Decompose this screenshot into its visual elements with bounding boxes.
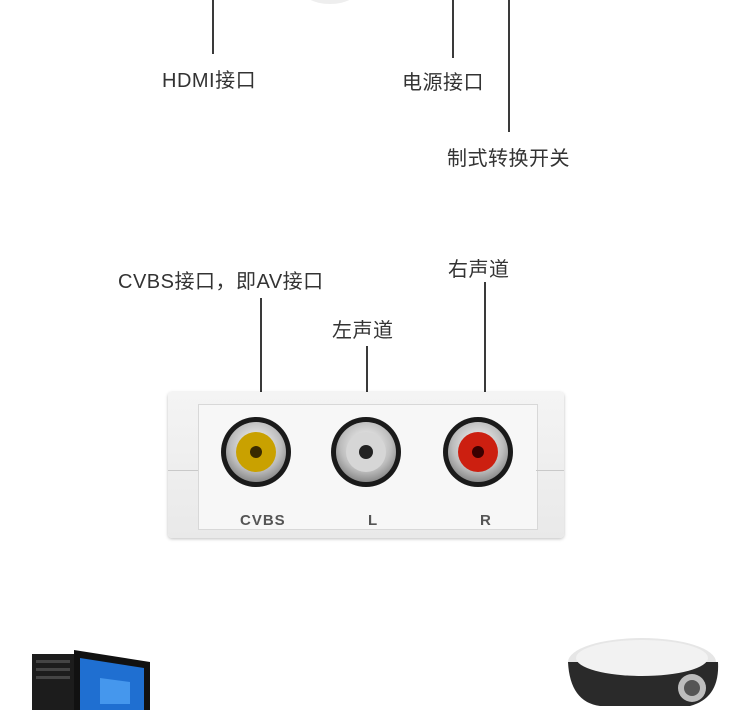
switch-label: 制式转换开关 xyxy=(447,148,570,170)
device-seam-left xyxy=(168,470,198,471)
power-label: 电源接口 xyxy=(402,72,484,94)
cvbs-port-label: CVBS xyxy=(240,512,286,529)
cvbs-callout-line xyxy=(260,298,262,398)
left-port-label: L xyxy=(368,512,379,529)
projector-image xyxy=(568,638,719,706)
rca-jacks xyxy=(221,417,513,487)
right-callout-line xyxy=(484,282,486,398)
device-top-edge xyxy=(300,0,360,4)
left-channel-label: 左声道 xyxy=(332,320,394,342)
power-callout-line xyxy=(452,0,454,58)
right-channel-label: 右声道 xyxy=(448,259,510,281)
device-seam-right xyxy=(536,470,564,471)
left-audio-jack[interactable] xyxy=(331,417,401,487)
cvbs-label: CVBS接口，即AV接口 xyxy=(118,271,324,293)
hdmi-callout-line xyxy=(212,0,214,54)
switch-callout-line xyxy=(508,0,510,132)
left-callout-line xyxy=(366,346,368,398)
hdmi-label: HDMI接口 xyxy=(162,70,257,92)
av-converter-device: CVBS L R xyxy=(168,392,564,538)
right-port-label: R xyxy=(480,512,492,529)
right-audio-jack[interactable] xyxy=(443,417,513,487)
desktop-computer-image xyxy=(32,650,150,710)
cvbs-jack[interactable] xyxy=(221,417,291,487)
